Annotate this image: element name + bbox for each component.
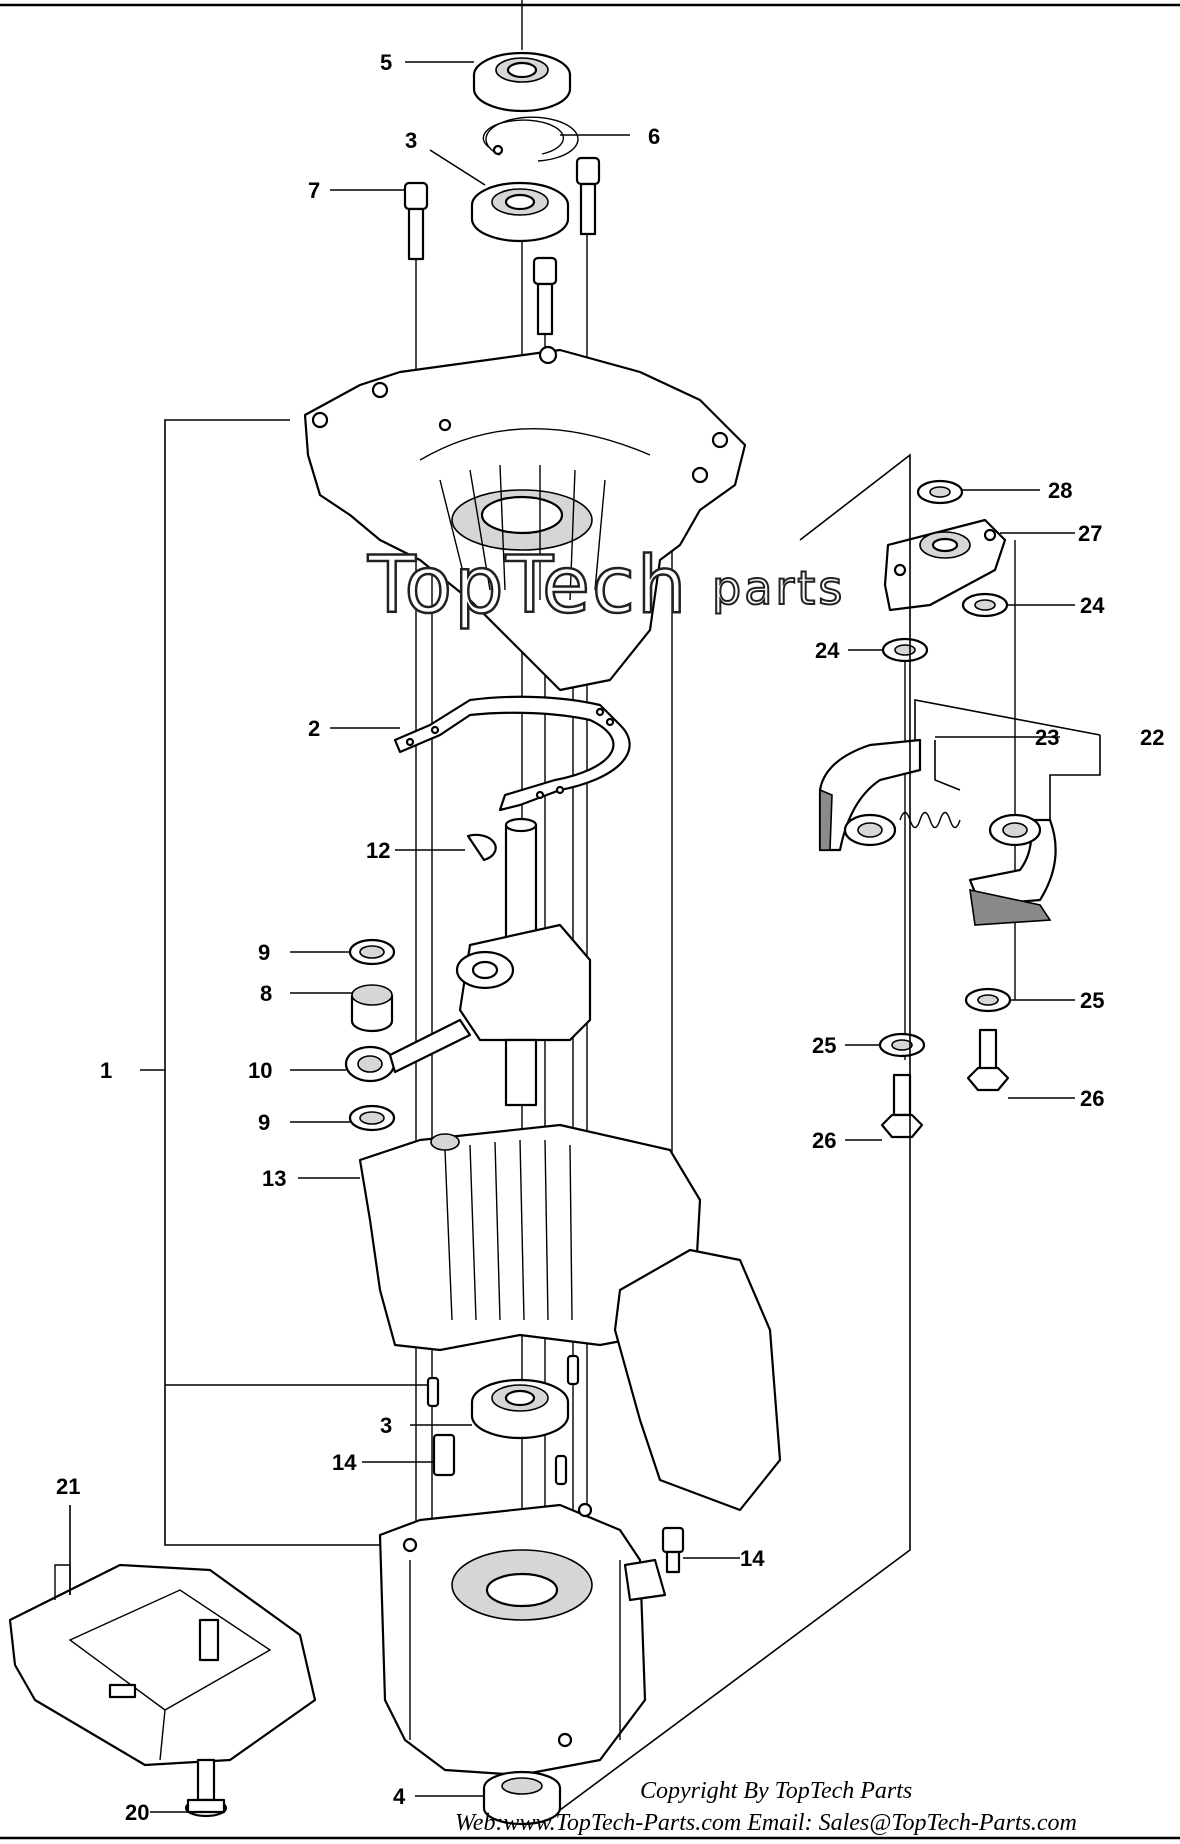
woodruff-key-12 — [466, 833, 497, 862]
callout-25-right: 25 — [1080, 988, 1104, 1013]
screw-20 — [184, 1758, 228, 1818]
copyright-line-1: Copyright By TopTech Parts — [640, 1778, 912, 1804]
callout-8: 8 — [260, 981, 272, 1006]
watermark-sub-text: parts — [712, 561, 845, 615]
crankcase-lower-half — [378, 1502, 667, 1777]
screw-7-right — [575, 156, 601, 236]
cylinder-shroud-13 — [358, 1123, 782, 1512]
callout-4: 4 — [393, 1784, 406, 1809]
washer-24-left — [881, 637, 929, 663]
screw-7-left — [403, 181, 429, 261]
screw-14-right — [661, 1526, 685, 1574]
bearing-3-lower — [470, 1378, 570, 1440]
callout-24-right: 24 — [1080, 593, 1105, 618]
callout-24-left: 24 — [815, 638, 840, 663]
washer-28 — [916, 479, 964, 505]
callout-20: 20 — [125, 1800, 149, 1825]
clutch-shoe-22-left — [818, 738, 922, 852]
callout-27: 27 — [1078, 521, 1102, 546]
callout-7: 7 — [308, 178, 320, 203]
callout-23: 23 — [1035, 725, 1059, 750]
washer-25-left — [878, 1032, 926, 1058]
thrust-washer-9-bottom — [348, 1104, 396, 1132]
leader-lines — [150, 61, 1075, 1813]
bearing-4 — [482, 1770, 562, 1826]
crankcase-upper-half — [303, 345, 747, 692]
clutch-shoe-22-right — [968, 813, 1057, 926]
shoulder-bolt-26-right — [966, 1028, 1010, 1092]
watermark: TopTech parts — [366, 540, 845, 633]
shoulder-bolt-26-left — [880, 1073, 924, 1139]
screw-7-center — [532, 256, 558, 336]
cover-21 — [8, 1563, 317, 1767]
copyright-block: Copyright By TopTech Parts Web:www.TopTe… — [455, 1778, 1077, 1836]
connecting-rod-10 — [344, 1018, 472, 1083]
callout-5: 5 — [380, 50, 392, 75]
callout-3-upper: 3 — [405, 128, 417, 153]
callout-14-right: 14 — [740, 1546, 765, 1571]
bearing-3-upper — [470, 181, 570, 243]
circlip-6 — [482, 116, 579, 162]
callout-1: 1 — [100, 1058, 112, 1083]
callout-25-left: 25 — [812, 1033, 836, 1058]
callout-12: 12 — [366, 838, 390, 863]
watermark-main-text: TopTech — [367, 541, 688, 631]
callout-21: 21 — [56, 1474, 80, 1499]
needle-bearing-8 — [350, 984, 394, 1033]
bracket-lines — [69, 419, 1101, 1811]
thrust-washer-9-top — [348, 938, 396, 966]
callout-10: 10 — [248, 1058, 272, 1083]
callout-26-right: 26 — [1080, 1086, 1104, 1111]
washer-24-right — [961, 592, 1009, 618]
dowel-pins — [426, 1354, 580, 1486]
callout-13: 13 — [262, 1166, 286, 1191]
bearing-5 — [472, 51, 572, 113]
gasket-2 — [393, 695, 631, 812]
callout-6: 6 — [648, 124, 660, 149]
washer-25-right — [964, 987, 1012, 1013]
clutch-spring-23 — [899, 811, 961, 829]
callout-labels: 5 6 3 7 2 12 9 8 1 10 9 13 3 14 14 4 21 … — [56, 50, 1164, 1825]
callout-26-left: 26 — [812, 1128, 836, 1153]
callout-28: 28 — [1048, 478, 1072, 503]
callout-22: 22 — [1140, 725, 1164, 750]
callout-9-top: 9 — [258, 940, 270, 965]
copyright-line-2: Web:www.TopTech-Parts.com Email: Sales@T… — [455, 1810, 1077, 1836]
screw-14-left — [432, 1433, 456, 1477]
callout-9-bottom: 9 — [258, 1110, 270, 1135]
callout-3-lower: 3 — [380, 1413, 392, 1438]
callout-14-left: 14 — [332, 1450, 357, 1475]
crankshaft — [455, 817, 592, 1107]
callout-2: 2 — [308, 716, 320, 741]
clutch-plate-27 — [883, 518, 1007, 612]
